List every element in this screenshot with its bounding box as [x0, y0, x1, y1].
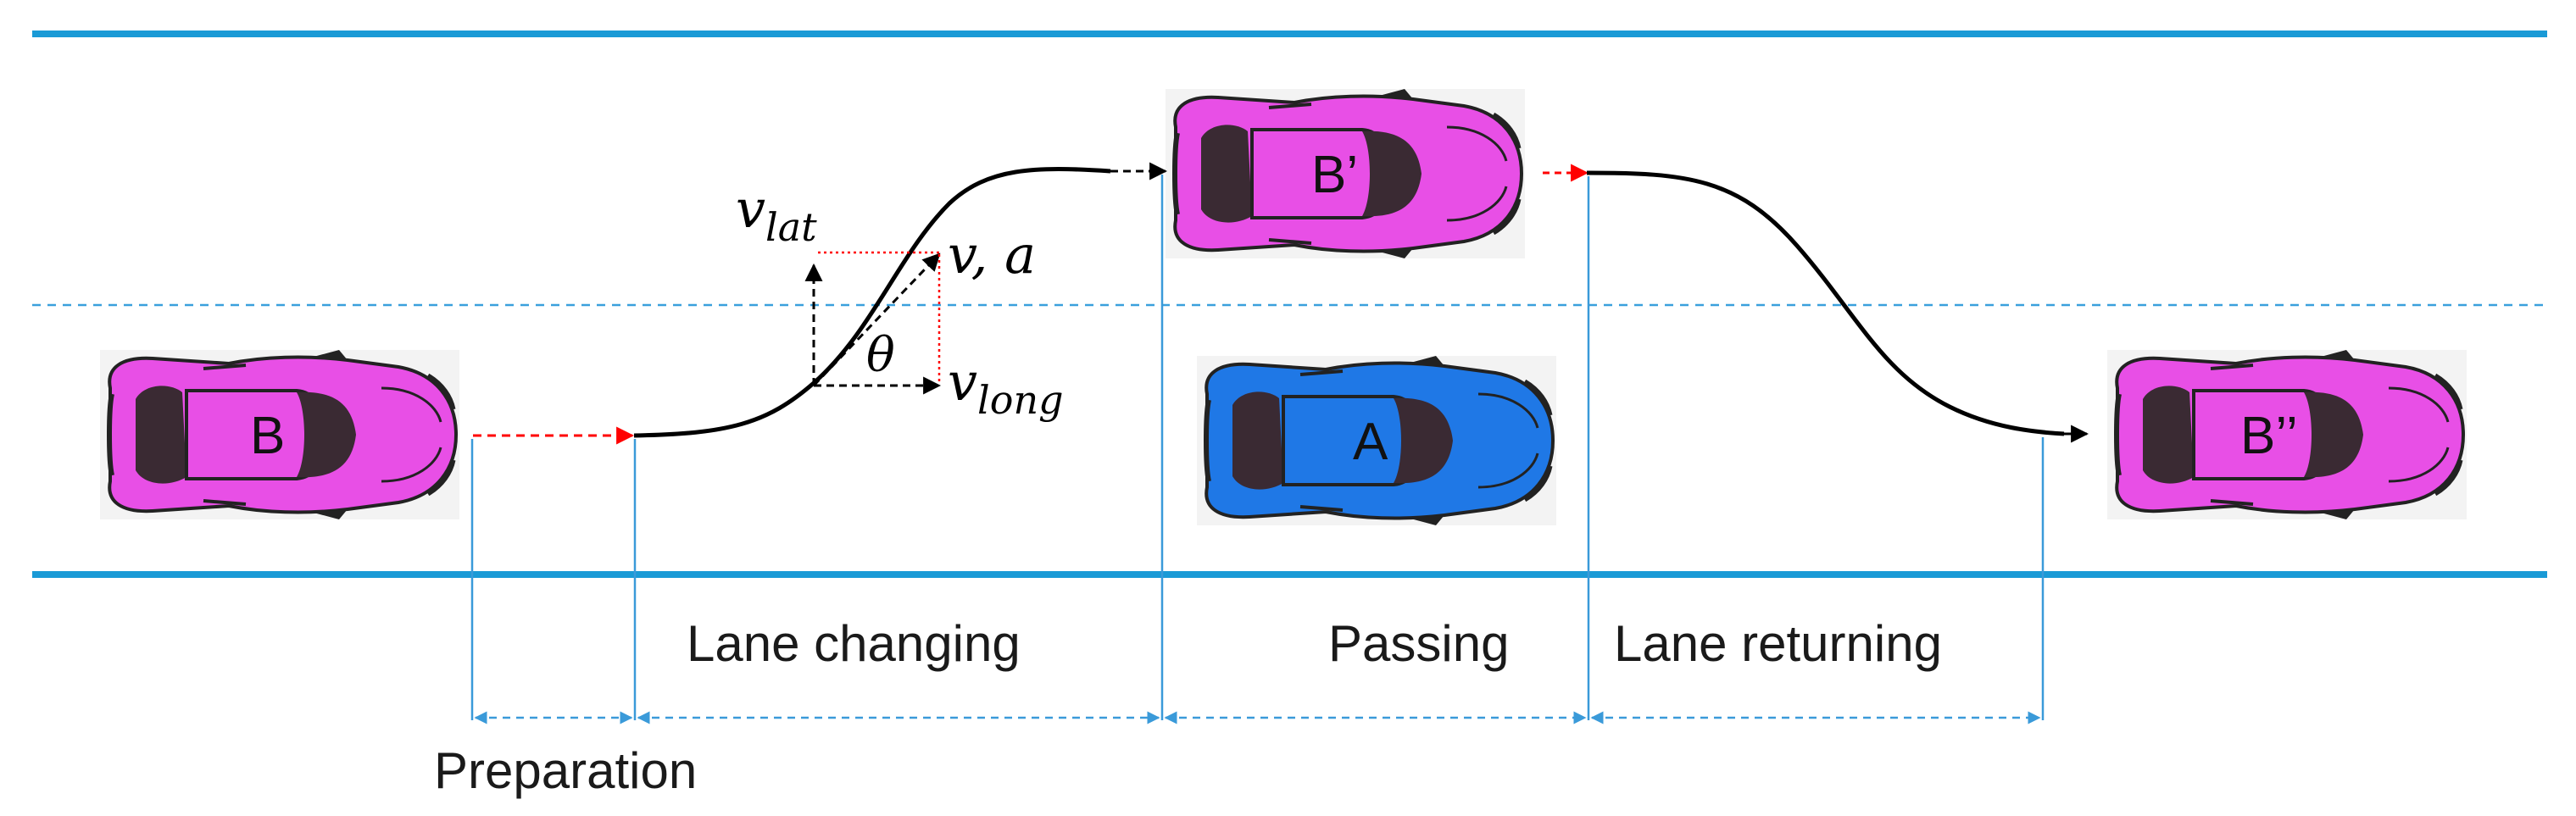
lane-return-trajectory	[1586, 170, 2065, 436]
v-a-label: v, a	[948, 224, 1036, 286]
car-a-label: A	[1353, 413, 1388, 471]
car-a: A	[1197, 356, 1556, 525]
v-a-arrow	[812, 253, 941, 387]
car-b-label: B	[250, 407, 285, 465]
car-b-prime-label: B’	[1311, 146, 1358, 204]
v-long-label: vlong	[948, 351, 1064, 423]
passing-label: Passing	[1328, 615, 1509, 672]
car-b-double-prime: B’’	[2107, 350, 2467, 519]
lane-change-trajectory	[633, 167, 1111, 438]
lane-returning-label: Lane returning	[1614, 615, 1942, 672]
car-b-double-prime-label: B’’	[2240, 407, 2298, 465]
preparation-label: Preparation	[434, 742, 697, 799]
v-lat-label: vlat	[736, 178, 817, 250]
theta-label: θ	[866, 328, 895, 383]
car-b: B	[100, 350, 459, 519]
velocity-decomposition	[804, 251, 942, 395]
lane-changing-label: Lane changing	[687, 615, 1021, 672]
phase-markers	[470, 175, 2045, 720]
car-b-prime: B’	[1166, 89, 1525, 258]
